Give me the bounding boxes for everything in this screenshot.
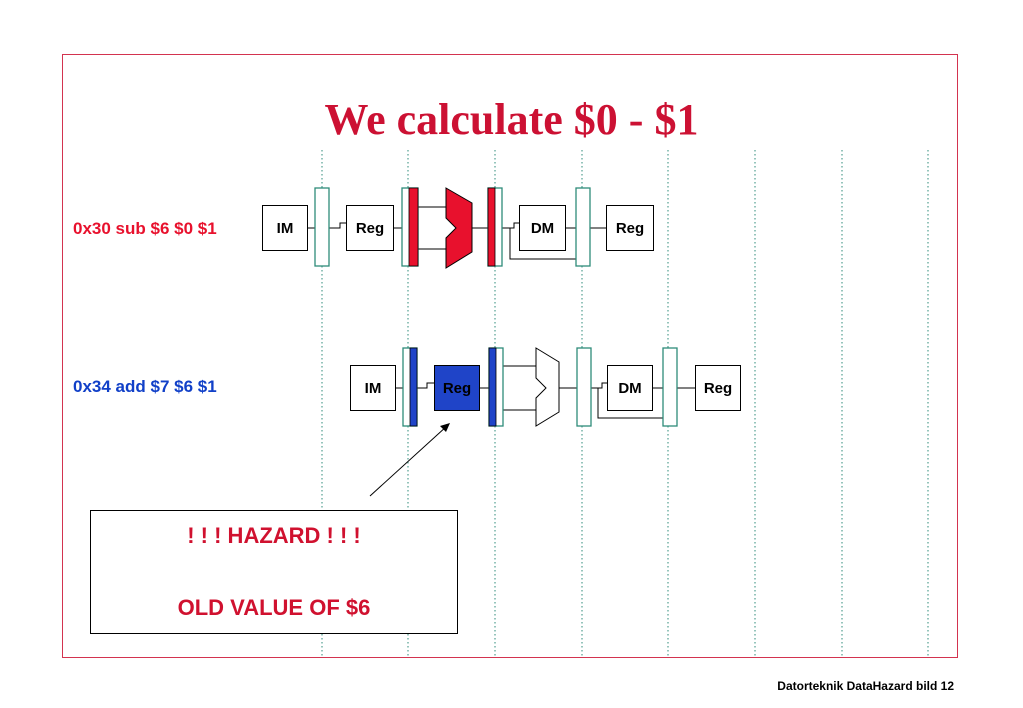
slide-frame xyxy=(62,54,958,658)
pipeline-register-ex-mem xyxy=(576,347,592,427)
stage-reg-write: Reg xyxy=(606,205,654,251)
pipeline-register-if-id-highlight xyxy=(409,347,418,427)
row2-wires xyxy=(396,365,695,419)
pipeline-register-id-ex-highlight xyxy=(408,187,419,267)
pipeline-register-mem-wb xyxy=(575,187,591,267)
alu xyxy=(535,347,560,427)
stage-reg-read-active: Reg xyxy=(434,365,480,411)
hazard-callout: ! ! ! HAZARD ! ! ! OLD VALUE OF $6 xyxy=(90,510,458,634)
stage-dm: DM xyxy=(519,205,566,251)
pipeline-register-mem-wb xyxy=(662,347,678,427)
hazard-explanation: OLD VALUE OF $6 xyxy=(177,595,371,620)
pipeline-register-id-ex-highlight xyxy=(488,347,497,427)
instruction-label-add: 0x34 add $7 $6 $1 xyxy=(73,377,217,396)
stage-dm: DM xyxy=(607,365,653,411)
slide-title: We calculate $0 - $1 xyxy=(324,95,699,144)
hazard-arrowhead xyxy=(440,423,450,432)
hazard-arrow xyxy=(369,425,448,497)
stage-reg-write: Reg xyxy=(695,365,741,411)
instruction-label-sub: 0x30 sub $6 $0 $1 xyxy=(73,219,217,238)
stage-im: IM xyxy=(350,365,396,411)
alu-active xyxy=(445,187,473,269)
hazard-heading: ! ! ! HAZARD ! ! ! xyxy=(187,523,361,548)
row1-wires xyxy=(308,206,606,260)
pipeline-register-ex-mem-highlight xyxy=(487,187,496,267)
pipeline-register-if-id xyxy=(314,187,330,267)
stage-reg-read: Reg xyxy=(346,205,394,251)
stage-im: IM xyxy=(262,205,308,251)
slide-footer: Datorteknik DataHazard bild 12 xyxy=(777,679,954,693)
